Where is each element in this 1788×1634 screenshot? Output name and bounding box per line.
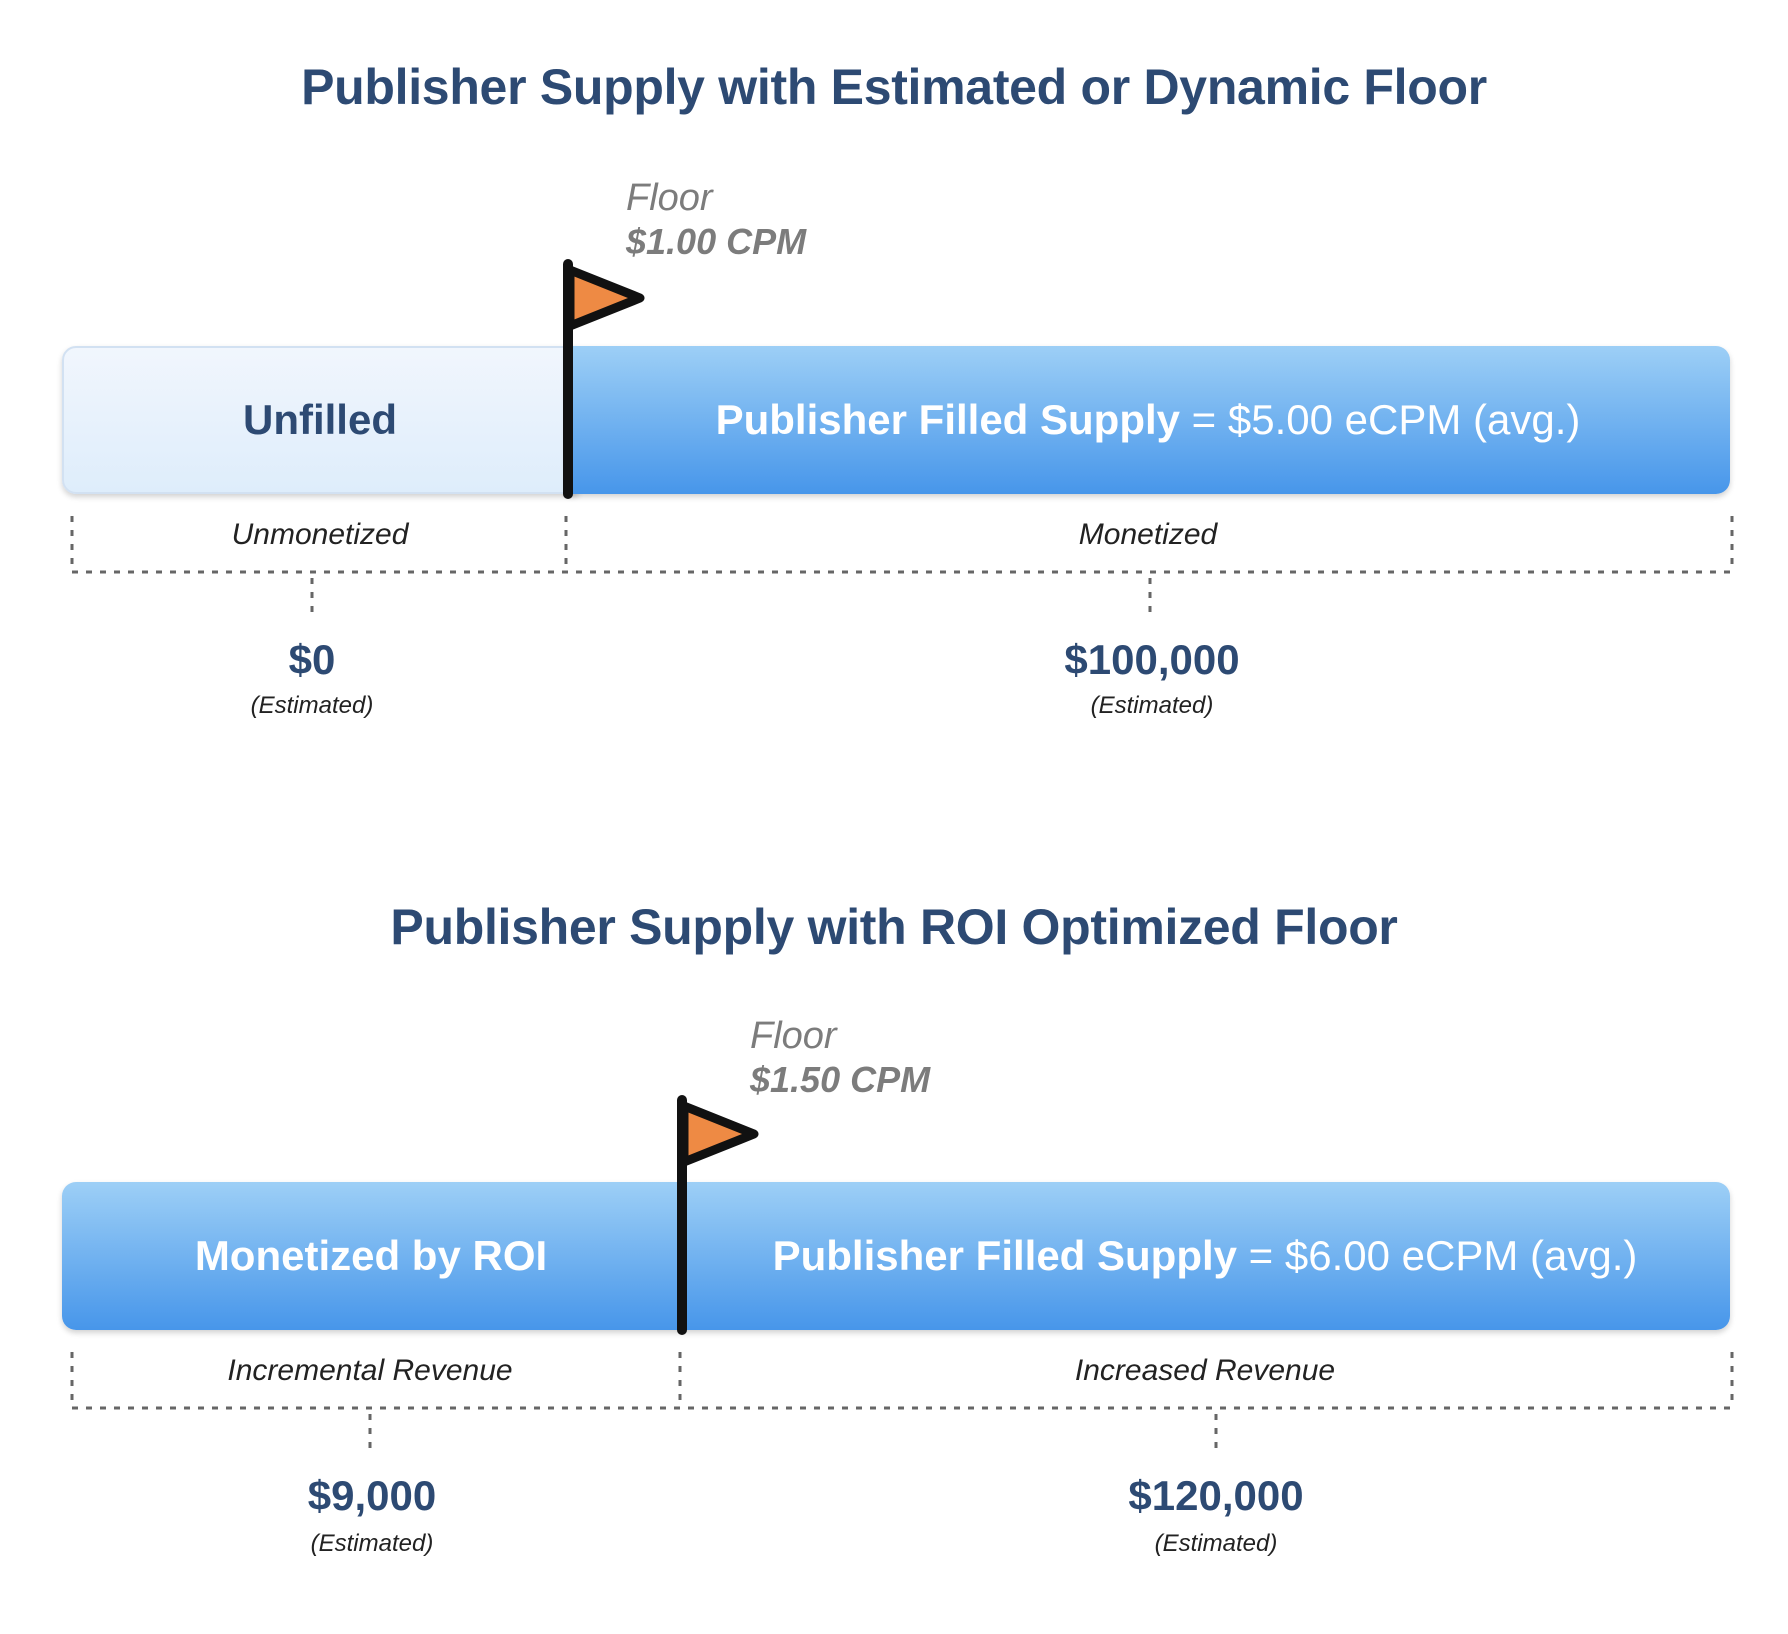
diagram1-left-amount: $0 xyxy=(288,636,336,683)
flag-icon xyxy=(677,1095,759,1335)
diagram2-right-amount-note: (Estimated) xyxy=(1154,1530,1278,1557)
diagram1-left-segment-label: Unmonetized xyxy=(231,518,409,551)
diagram2-floor-value: $1.50 CPM xyxy=(750,1059,931,1100)
diagram1-right-amount: $100,000 xyxy=(1064,636,1240,683)
diagram1-floor-label: Floor xyxy=(626,177,713,219)
diagram1-filled-label-rest: = $5.00 eCPM (avg.) xyxy=(1180,396,1581,443)
diagram1-floor-value: $1.00 CPM xyxy=(626,221,807,262)
diagram1-left-amount-note: (Estimated) xyxy=(250,692,374,719)
diagram1-unfilled-label: Unfilled xyxy=(243,396,397,443)
diagram1-filled-bar: Publisher Filled Supply = $5.00 eCPM (av… xyxy=(566,346,1730,494)
diagram2-left-bar-label: Monetized by ROI xyxy=(194,1232,548,1279)
diagram1-bracket xyxy=(70,516,1734,614)
diagram1-title: Publisher Supply with Estimated or Dynam… xyxy=(301,59,1487,115)
diagram2-bar xyxy=(62,1182,1730,1330)
diagram2-left-amount: $9,000 xyxy=(307,1472,437,1519)
diagram2-filled-label-bold: Publisher Filled Supply xyxy=(772,1232,1238,1279)
diagram2-left-amount-note: (Estimated) xyxy=(310,1530,434,1557)
diagram2-filled-label-rest: = $6.00 eCPM (avg.) xyxy=(1237,1232,1638,1279)
diagram2-title: Publisher Supply with ROI Optimized Floo… xyxy=(390,899,1398,955)
diagram1-right-amount-note: (Estimated) xyxy=(1090,692,1214,719)
diagram2-right-bar-section: Publisher Filled Supply = $6.00 eCPM (av… xyxy=(680,1182,1730,1330)
diagram2-right-segment-label: Increased Revenue xyxy=(1074,1354,1336,1387)
flag-icon xyxy=(563,259,645,499)
diagram2-bracket xyxy=(70,1352,1734,1450)
diagram2-floor-label: Floor xyxy=(750,1015,837,1057)
diagram1-filled-label-bold: Publisher Filled Supply xyxy=(715,396,1181,443)
diagram2-right-amount: $120,000 xyxy=(1128,1472,1304,1519)
diagram2-left-bar-section: Monetized by ROI xyxy=(62,1182,680,1330)
diagram2-left-segment-label: Incremental Revenue xyxy=(227,1354,513,1387)
diagram1-right-segment-label: Monetized xyxy=(1078,518,1218,551)
